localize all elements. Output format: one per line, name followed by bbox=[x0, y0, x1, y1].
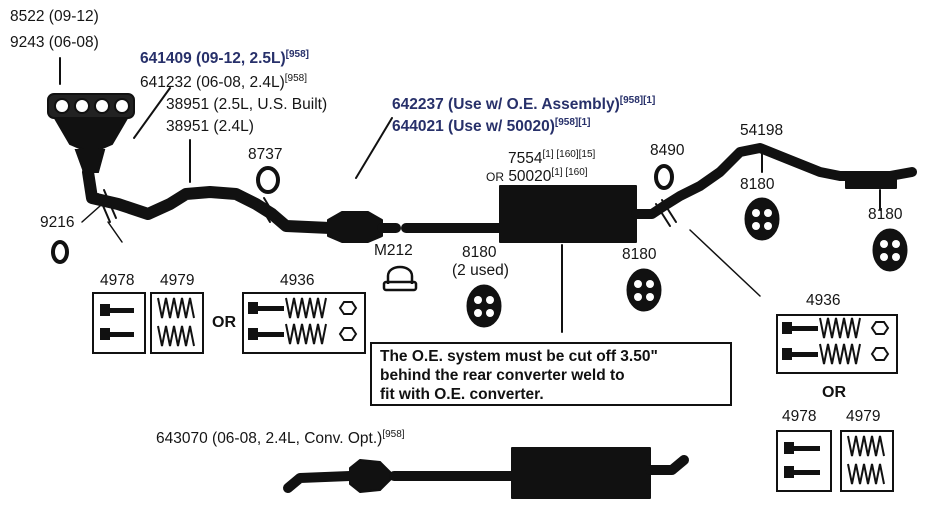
part-643070-text: 643070 (06-08, 2.4L, Conv. Opt.) bbox=[156, 430, 383, 447]
label-4979-left: 4979 bbox=[160, 272, 195, 289]
label-8737: 8737 bbox=[248, 146, 283, 163]
kit-4979-left-box bbox=[150, 292, 204, 354]
part-50020-text: 50020 bbox=[508, 168, 552, 185]
kit-4978-left-box bbox=[92, 292, 146, 354]
or-left: OR bbox=[212, 314, 236, 331]
kit-4936-right-box bbox=[776, 314, 898, 374]
label-8180-mid-2: (2 used) bbox=[452, 262, 509, 279]
part-642237-text: 642237 (Use w/ O.E. Assembly) bbox=[392, 96, 620, 113]
or-text: OR bbox=[486, 170, 504, 184]
label-50020: OR 50020[1] [160] bbox=[486, 164, 588, 186]
label-4936-right: 4936 bbox=[806, 292, 841, 309]
label-8180-mid-1: 8180 bbox=[462, 244, 497, 261]
label-7554: 7554[1] [160][15] bbox=[508, 146, 595, 168]
spring-icon bbox=[847, 435, 885, 485]
note-line-1: The O.E. system must be cut off 3.50" bbox=[380, 348, 658, 365]
part-644021-text: 644021 (Use w/ 50020) bbox=[392, 118, 555, 135]
label-642237: 642237 (Use w/ O.E. Assembly)[958][1] bbox=[392, 92, 655, 114]
label-4936-left: 4936 bbox=[280, 272, 315, 289]
label-9216: 9216 bbox=[40, 214, 75, 231]
part-641232-text: 641232 (06-08, 2.4L) bbox=[140, 74, 285, 91]
note-line-3: fit with O.E. converter. bbox=[380, 386, 544, 403]
label-38951-us: 38951 (2.5L, U.S. Built) bbox=[166, 96, 328, 113]
label-8522: 8522 (09-12) bbox=[10, 8, 99, 25]
installation-note: The O.E. system must be cut off 3.50" be… bbox=[370, 342, 732, 406]
label-644021: 644021 (Use w/ 50020)[958][1] bbox=[392, 114, 590, 136]
bolt-icon bbox=[100, 304, 134, 340]
part-642237-note: [958][1] bbox=[619, 95, 656, 106]
label-4978-left: 4978 bbox=[100, 272, 135, 289]
label-9243: 9243 (06-08) bbox=[10, 34, 99, 51]
label-641232: 641232 (06-08, 2.4L)[958] bbox=[140, 70, 307, 92]
bolt-spring-kit-icon bbox=[248, 297, 358, 345]
bolt-spring-kit-icon bbox=[782, 317, 890, 365]
label-54198: 54198 bbox=[740, 122, 784, 139]
kit-4979-right-box bbox=[840, 430, 894, 492]
label-8180-right: 8180 bbox=[868, 206, 903, 223]
part-641232-note: [958] bbox=[284, 73, 308, 84]
part-641409-note: [958] bbox=[285, 49, 309, 60]
label-4978-right: 4978 bbox=[782, 408, 817, 425]
part-7554-notes: [1] [160][15] bbox=[542, 149, 596, 160]
part-644021-note: [958][1] bbox=[554, 117, 591, 128]
label-8180-center: 8180 bbox=[622, 246, 657, 263]
or-right: OR bbox=[822, 384, 846, 401]
label-8490: 8490 bbox=[650, 142, 685, 159]
part-50020-notes: [1] [160] bbox=[551, 167, 588, 178]
spring-icon bbox=[157, 297, 195, 347]
part-641409-text: 641409 (09-12, 2.5L) bbox=[140, 50, 286, 67]
kit-4978-right-box bbox=[776, 430, 832, 492]
label-m212: M212 bbox=[374, 242, 413, 259]
label-641409: 641409 (09-12, 2.5L)[958] bbox=[140, 46, 309, 68]
part-7554-text: 7554 bbox=[508, 150, 543, 167]
part-643070-note: [958] bbox=[382, 429, 405, 440]
bolt-icon bbox=[784, 442, 820, 478]
kit-4936-left-box bbox=[242, 292, 366, 354]
label-38951-24: 38951 (2.4L) bbox=[166, 118, 254, 135]
label-8180-top: 8180 bbox=[740, 176, 775, 193]
label-4979-right: 4979 bbox=[846, 408, 881, 425]
note-line-2: behind the rear converter weld to bbox=[380, 367, 625, 384]
label-643070: 643070 (06-08, 2.4L, Conv. Opt.)[958] bbox=[156, 426, 405, 448]
